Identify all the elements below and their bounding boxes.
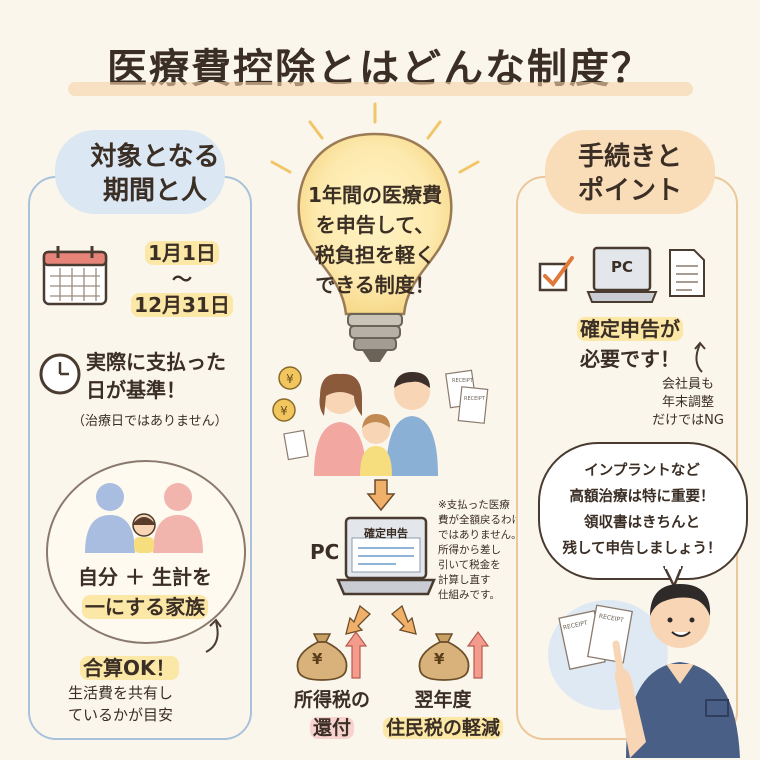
lightbulb-icon — [270, 102, 480, 362]
sum-note-line1: 生活費を共有し — [68, 684, 174, 702]
receipt-label-4: RECEIPT — [598, 613, 624, 624]
company-note-line3: だけではNG — [652, 413, 724, 428]
result2-line1: 翌年度 — [414, 689, 472, 711]
money-bag-icon-1 — [296, 630, 368, 681]
bulb-line1: 1年間の医療費 — [308, 183, 442, 207]
note-line4: 所得から差し — [438, 544, 501, 556]
period-start: 1月1日 — [145, 241, 219, 265]
sum-ok-text: 合算OK！ — [80, 656, 179, 680]
bulb-line3: 税負担を軽く — [315, 243, 435, 267]
family-text: 自分 ＋ 生計を 一にする家族 — [60, 562, 230, 622]
period-tilde: 〜 — [172, 267, 192, 291]
svg-text:¥: ¥ — [280, 404, 288, 418]
company-note: 会社員も 年末調整 だけではNG — [646, 376, 730, 430]
speech-bubble — [538, 442, 748, 580]
right-header: 手続きと ポイント — [520, 140, 740, 208]
shinkoku-line2: 必要です！ — [580, 347, 680, 371]
family-line2: 一にする家族 — [81, 595, 209, 619]
result2-line2: 住民税の軽減 — [382, 717, 503, 739]
document-icon — [669, 249, 705, 297]
sum-note-line2: ているかが目安 — [68, 706, 174, 724]
bubble-text: インプラントなど 高額治療は特に重要！ 領収書はきちんと 残して申告しましょう！ — [544, 458, 740, 562]
bulb-text: 1年間の医療費 を申告して、 税負担を軽く できる制度！ — [290, 180, 460, 300]
period-text: 1月1日 〜 12月31日 — [112, 240, 252, 318]
receipts-icon: RECEIPT RECEIPT — [558, 604, 633, 670]
note-line5: 引いて税金を — [438, 559, 501, 571]
left-header: 対象となる 期間と人 — [40, 140, 270, 208]
right-header-line1: 手続きと — [577, 142, 682, 172]
sum-ok: 合算OK！ — [80, 652, 179, 681]
bubble-line2: 高額治療は特に重要！ — [569, 489, 715, 505]
receipt-label-2: RECEIPT — [464, 396, 486, 402]
right-header-bg — [545, 130, 715, 214]
note-line7: 仕組みです。 — [438, 589, 500, 601]
clock-icon — [39, 353, 81, 395]
result-income-tax: 所得税の 還付 — [272, 686, 392, 742]
note-line3: ではありません。 — [438, 529, 522, 541]
shinkoku-text: 確定申告が 必要です！ — [540, 314, 720, 374]
pc-laptop-icon — [586, 246, 658, 303]
right-pc-label: PC — [610, 258, 633, 276]
receipt-label-1: RECEIPT — [452, 378, 474, 384]
bubble-line3: 領収書はきちんと — [584, 515, 700, 531]
yen-mark-2: ¥ — [434, 650, 445, 668]
money-bag-icon-2 — [418, 630, 490, 681]
laptop-icon — [336, 516, 436, 596]
screen-label: 確定申告 — [364, 527, 408, 540]
bulb-line4: できる制度！ — [315, 273, 435, 297]
center-note: ※支払った医療 費が全額戻るわけ ではありません。 所得から差し 引いて税金を … — [438, 498, 530, 603]
payment-line2: 日が基準！ — [86, 378, 186, 402]
left-header-line2: 期間と人 — [102, 176, 207, 206]
bulb-line2: を申告して、 — [315, 213, 435, 237]
result1-line2: 還付 — [309, 717, 354, 739]
svg-text:¥: ¥ — [286, 372, 294, 386]
curved-arrow-icon — [205, 618, 222, 653]
payment-note: （治療日ではありません） — [72, 414, 228, 429]
note-line6: 計算し直す — [438, 574, 491, 586]
result1-line1: 所得税の — [293, 689, 370, 711]
family-line1: 自分 ＋ 生計を — [78, 565, 212, 589]
result-resident-tax: 翌年度 住民税の軽減 — [378, 686, 508, 742]
right-header-line2: ポイント — [577, 176, 682, 206]
bubble-line4: 残して申告しましょう！ — [562, 541, 722, 557]
title-underline — [68, 82, 693, 96]
dentist-illustration — [612, 584, 740, 758]
sum-note: 生活費を共有し ているかが目安 — [68, 682, 238, 726]
curved-arrow-icon-right — [694, 341, 706, 373]
payment-line1: 実際に支払った — [86, 350, 226, 374]
period-end: 12月31日 — [131, 293, 233, 317]
shinkoku-line1: 確定申告が — [577, 317, 683, 341]
yen-mark-1: ¥ — [312, 650, 323, 668]
family-illustration: ¥ ¥ RECEIPT RECEIPT — [272, 366, 489, 476]
note-line1: ※支払った医療 — [438, 499, 510, 511]
bubble-line1: インプラントなど — [584, 463, 700, 479]
payment-text: 実際に支払った 日が基準！ — [86, 348, 248, 404]
split-arrows-icon — [345, 604, 417, 635]
center-pc-label: PC — [310, 540, 340, 564]
checkbox-icon — [538, 256, 574, 292]
company-note-line1: 会社員も — [661, 377, 714, 392]
down-arrow-icon — [366, 479, 396, 512]
left-header-line1: 対象となる — [90, 142, 220, 172]
company-note-line2: 年末調整 — [661, 395, 714, 410]
family-silhouette-icon — [85, 483, 203, 553]
left-header-bg — [55, 130, 225, 214]
note-line2: 費が全額戻るわけ — [438, 514, 522, 526]
calendar-icon — [42, 246, 108, 306]
